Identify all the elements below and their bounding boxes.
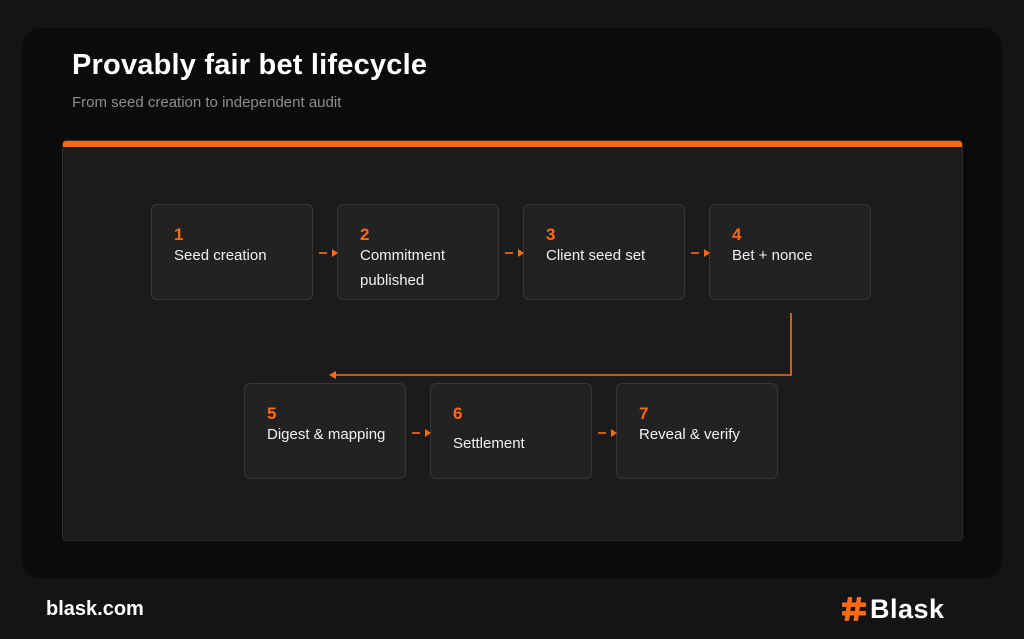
step-number: 4 [732,225,742,244]
diagram-panel [62,140,963,541]
step-number: 7 [639,404,649,423]
panel-accent-bar [63,141,962,147]
step-number: 2 [360,225,370,244]
brand-logo: Blask [842,592,945,626]
step-1: 1 Seed creation [151,204,313,300]
step-3: 3 Client seed set [523,204,685,300]
step-7: 7 Reveal & verify [616,383,778,479]
site-link[interactable]: blask.com [46,598,144,620]
step-5: 5 Digest & mapping [244,383,406,479]
step-label: Bet + nonce [732,247,813,264]
step-label: Client seed set [546,247,646,264]
step-4: 4 Bet + nonce [709,204,871,300]
brand-name: Blask [870,593,945,624]
step-label: Digest & mapping [267,426,386,443]
step-6: 6 Settlement [430,383,592,479]
page-title: Provably fair bet lifecycle [72,49,428,81]
step-label: Settlement [453,435,525,452]
step-number: 3 [546,225,556,244]
step-label: Seed creation [174,247,267,264]
hash-icon [842,597,866,621]
step-2: 2 Commitment published [337,204,499,300]
step-number: 5 [267,404,277,423]
step-number: 1 [174,225,184,244]
step-label: Commitment published [360,247,446,289]
step-number: 6 [453,404,463,423]
step-label: Reveal & verify [639,426,740,443]
page-subtitle: From seed creation to independent audit [72,94,342,111]
